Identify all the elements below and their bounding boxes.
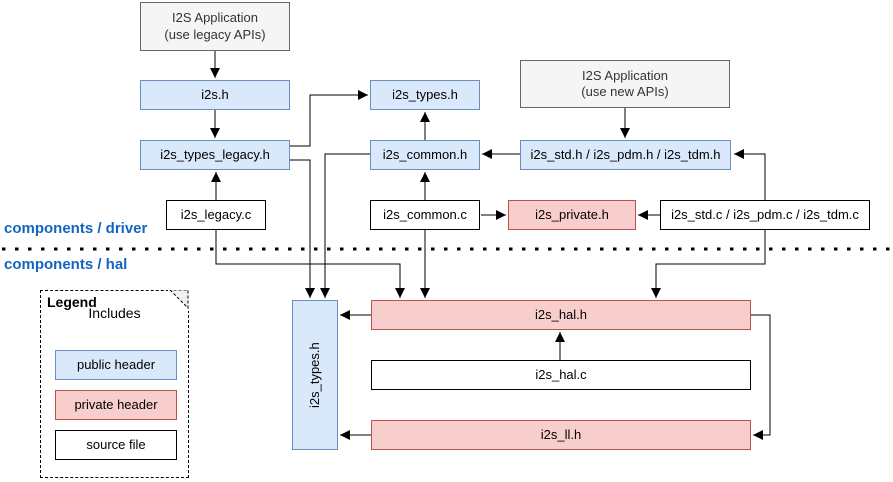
node-label: I2S Application — [171, 10, 258, 26]
legend-includes-label: Includes — [88, 305, 141, 321]
node-i2s-private-h: i2s_private.h — [508, 200, 636, 230]
node-i2s-types-legacy-h: i2s_types_legacy.h — [140, 140, 290, 170]
node-i2s-common-c: i2s_common.c — [370, 200, 480, 230]
node-label: i2s_legacy.c — [180, 206, 252, 222]
legend-title: Legend — [47, 294, 97, 310]
node-i2s-types-h: i2s_types.h — [370, 80, 480, 110]
node-i2s-hal-h: i2s_hal.h — [371, 300, 751, 330]
node-i2s-std-pdm-tdm-h: i2s_std.h / i2s_pdm.h / i2s_tdm.h — [520, 140, 731, 170]
edge-i2s-common-h-to-hal-i2s-types-h — [320, 153, 370, 298]
node-i2s-ll-h: i2s_ll.h — [371, 420, 751, 450]
node-label: i2s_private.h — [535, 206, 609, 222]
legend-item-label: private header — [74, 396, 158, 412]
node-label: (use new APIs) — [581, 84, 669, 99]
node-i2s-hal-c: i2s_hal.c — [371, 360, 751, 390]
node-label: i2s_hal.h — [534, 306, 588, 322]
node-label: i2s_types_legacy.h — [160, 146, 270, 162]
section-label-components-hal: components / hal — [4, 256, 128, 273]
legend-item-public-header: public header — [55, 350, 177, 380]
node-i2s-legacy-c: i2s_legacy.c — [166, 200, 266, 230]
edge-i2s-legacy-c-to-i2s-hal-h — [215, 230, 405, 298]
node-label: i2s_common.c — [383, 206, 467, 222]
node-label: (use legacy APIs) — [164, 26, 266, 42]
node-label: i2s_common.h — [382, 146, 468, 162]
node-i2s-application-legacy: I2S Application (use legacy APIs) — [140, 2, 290, 51]
node-label: i2s_hal.c — [535, 366, 587, 382]
edge-i2s-std-c-to-i2s-hal-h — [651, 230, 766, 298]
node-i2s-application-new: I2S Application (use new APIs) — [520, 60, 730, 108]
legend-folded-corner-icon — [169, 290, 189, 310]
node-label: i2s_types.h — [392, 86, 458, 102]
edge-i2s-hal-h-to-i2s-ll-h — [751, 314, 771, 440]
section-label-components-driver: components / driver — [4, 220, 148, 237]
node-hal-i2s-types-h: i2s_types.h — [292, 300, 338, 450]
edge-i2s-std-c-to-i2s-std-h — [734, 149, 766, 200]
node-label: i2s_std.h / i2s_pdm.h / i2s_tdm.h — [530, 146, 721, 162]
legend-item-private-header: private header — [55, 390, 177, 420]
node-label: i2s_std.c / i2s_pdm.c / i2s_tdm.c — [671, 206, 859, 222]
node-i2s-h: i2s.h — [140, 80, 290, 110]
legend-item-source-file: source file — [55, 430, 177, 460]
node-label: i2s_types.h — [306, 342, 322, 408]
edge-i2s-types-legacy-h-to-hal-i2s-types-h — [290, 159, 315, 298]
node-i2s-common-h: i2s_common.h — [370, 140, 480, 170]
node-label: I2S Application — [581, 67, 668, 83]
legend-item-label: source file — [86, 436, 146, 452]
node-i2s-std-pdm-tdm-c: i2s_std.c / i2s_pdm.c / i2s_tdm.c — [660, 200, 870, 230]
legend-item-label: public header — [76, 356, 156, 372]
edge-i2s-types-legacy-h-to-i2s-types-h — [290, 90, 368, 147]
node-label: i2s_ll.h — [540, 426, 582, 442]
node-label: i2s.h — [201, 86, 229, 102]
